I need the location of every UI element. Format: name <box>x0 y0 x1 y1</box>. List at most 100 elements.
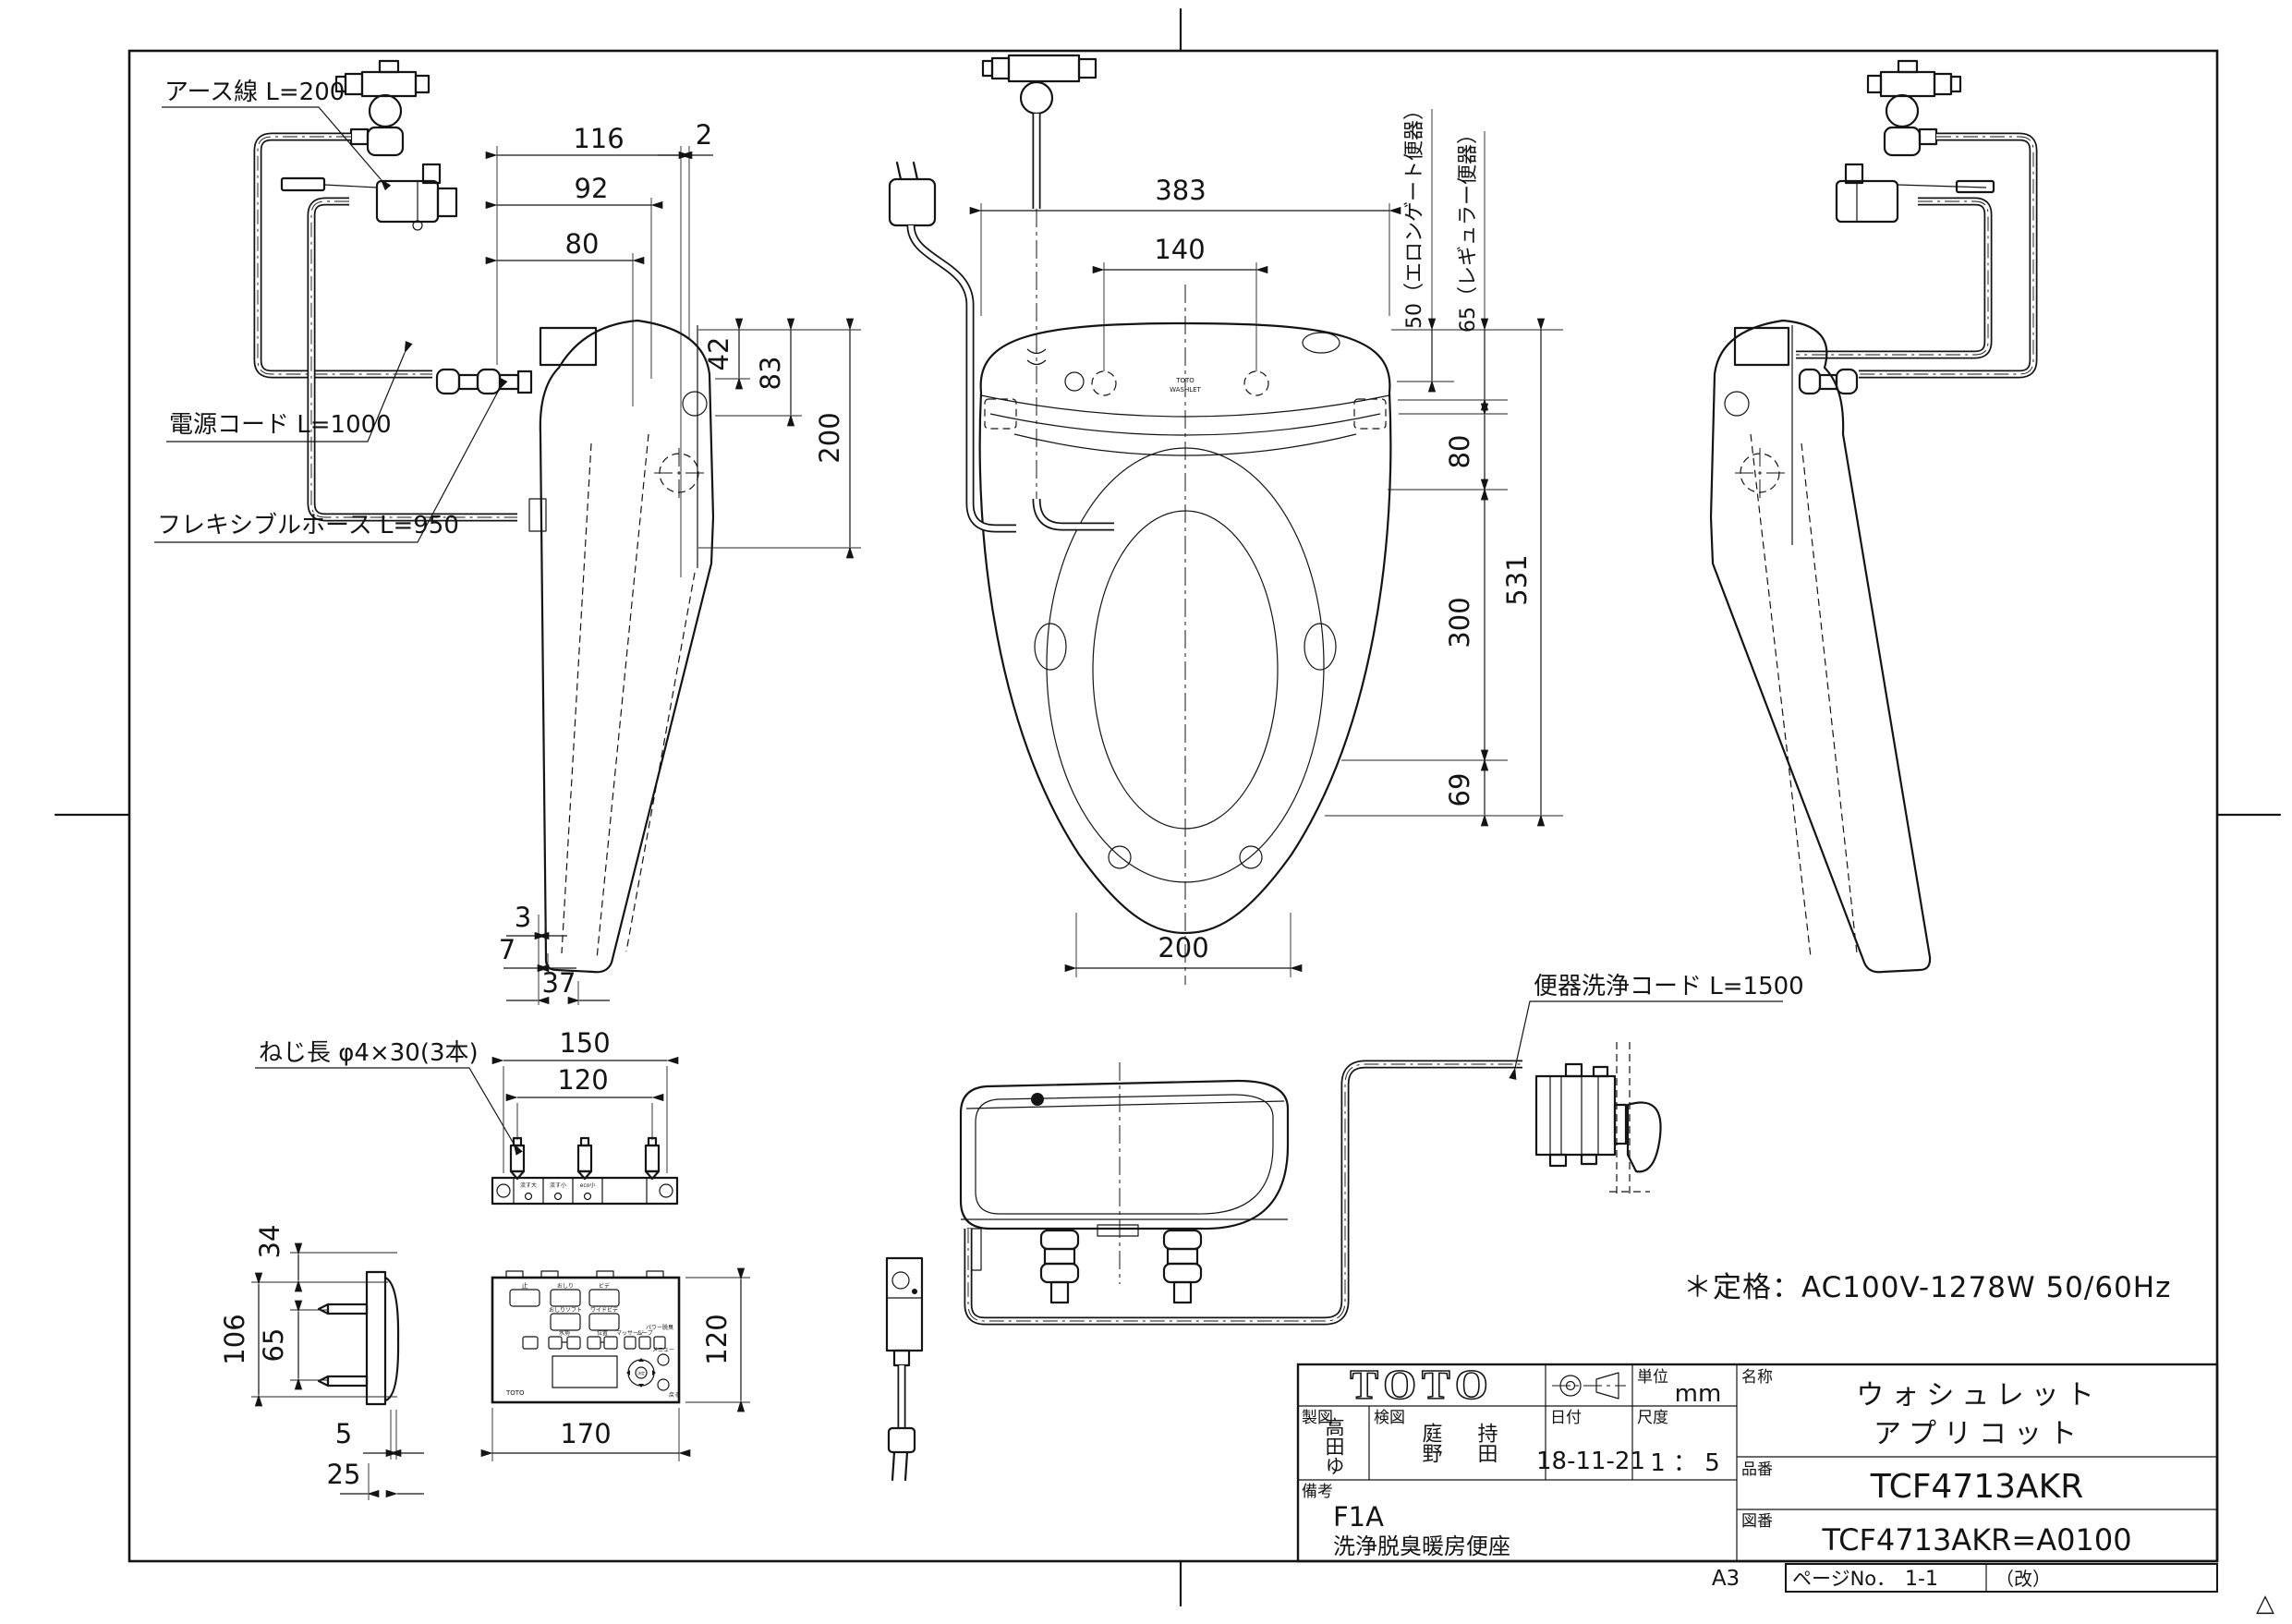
side-view-right <box>1709 59 2038 974</box>
revision-label: （改） <box>1995 1568 2051 1590</box>
right-power-plug-unit-icon <box>1835 163 1995 224</box>
right-corrugated-hose-icon <box>1798 368 1859 395</box>
checker-name-1: 庭野 <box>1419 1423 1443 1463</box>
center-stop-valve-icon <box>981 54 1097 115</box>
date-value: 18-11-21 <box>1536 1448 1645 1475</box>
dimensions-top-view: 383 140 50（エロンゲート便器） 65（レギュラー便器） 80 300 … <box>969 100 1563 977</box>
remote-bidet-button <box>588 1289 620 1307</box>
earth-wire-label: アース線 L=200 <box>164 79 345 106</box>
dimensions-plate-remote: 150 120 34 106 65 5 25 170 120 <box>219 1027 750 1500</box>
top-view: TOTO WASHLET <box>888 54 1392 985</box>
dim-300: 300 <box>1444 597 1475 648</box>
remote-position-label: 位置 <box>597 1329 608 1337</box>
part-number: TCF4713AKR <box>1870 1468 2084 1506</box>
flush-unit-view <box>1534 1042 1662 1194</box>
stop-valve-icon <box>334 59 431 157</box>
plate-button-flush-small: 流す小 <box>550 1182 566 1189</box>
dim-120-remote: 120 <box>701 1314 733 1364</box>
dim-37: 37 <box>542 967 576 999</box>
dim-34: 34 <box>254 1225 285 1259</box>
dim-3: 3 <box>515 902 531 933</box>
dim-150: 150 <box>559 1027 610 1059</box>
dim-83: 83 <box>755 357 786 391</box>
part-label: 品番 <box>1741 1460 1773 1479</box>
mounting-plate-front-view: 流す大 流す小 eco小 <box>491 1136 679 1206</box>
paper-size: A3 <box>1712 1567 1740 1591</box>
seat-logo-2: WASHLET <box>1170 386 1201 394</box>
dim-7: 7 <box>499 934 515 965</box>
flexible-hose-label: フレキシブルホース L=950 <box>157 512 459 539</box>
dim-170: 170 <box>560 1418 611 1449</box>
remote-deodorizer-label: パワー脱臭 <box>646 1324 673 1331</box>
drawing-number: TCF4713AKR=A0100 <box>1821 1522 2131 1557</box>
remote-menu-button <box>657 1353 670 1366</box>
remote-back-label: 戻る <box>669 1391 680 1399</box>
remote-move-label: ムーブ <box>637 1329 653 1337</box>
water-connector-right-icon <box>1162 1229 1203 1304</box>
dim-80-top: 80 <box>1444 435 1475 469</box>
third-angle-projection-icon <box>1552 1372 1626 1400</box>
remote-oshiri-button <box>550 1289 581 1307</box>
dim-25: 25 <box>327 1459 361 1490</box>
dim-80-side: 80 <box>565 228 600 260</box>
seat-logo: TOTO <box>1175 377 1195 384</box>
dim-65-plate: 65 <box>258 1328 289 1363</box>
mounting-plate-side-view <box>317 1270 400 1406</box>
dim-42: 42 <box>703 337 734 371</box>
flush-cord-label: 便器洗浄コード L=1500 <box>1534 973 1804 1000</box>
unit-value: mm <box>1675 1380 1722 1408</box>
dim-140: 140 <box>1154 234 1205 265</box>
notes-desc: 洗浄脱臭暖房便座 <box>1333 1533 1510 1559</box>
remote-stop-label: 止 <box>522 1281 528 1290</box>
drawing-label: 図番 <box>1741 1512 1773 1531</box>
remote-water-pressure-label: 水勢 <box>559 1329 570 1337</box>
flush-handle-icon <box>1626 1101 1662 1173</box>
dim-531: 531 <box>1501 554 1533 605</box>
remote-wide-bidet-label: ワイドビデ <box>590 1306 618 1314</box>
annotations: アース線 L=200 電源コード L=1000 フレキシブルホース L=950 … <box>154 79 2171 1304</box>
remote-back-button <box>657 1378 670 1391</box>
right-stop-valve-icon <box>1866 59 1962 157</box>
drafter-label: 製図 <box>1302 1409 1333 1427</box>
scale-value: 1 ： 5 <box>1650 1449 1720 1477</box>
page-label: ページNo． <box>1792 1568 1896 1590</box>
page-number: 1-1 <box>1905 1568 1938 1591</box>
dim-50-elongate: 50（エロンゲート便器） <box>1403 100 1426 329</box>
center-power-plug-icon <box>888 161 1016 533</box>
power-plug-unit-icon <box>280 163 458 231</box>
product-name-line2: アプリコット <box>1874 1418 2084 1450</box>
remote-control-view: 止 おしり ビデ おしりソフト ワイドビデ 水勢 位置 マッサージ ムーブ パワ… <box>491 1270 681 1404</box>
notes-code: F1A <box>1333 1501 1384 1533</box>
rating-note: ＊定格：AC100V-1278W 50/60Hz <box>1683 1271 2171 1304</box>
dim-5: 5 <box>335 1418 352 1449</box>
checker-label: 検図 <box>1374 1409 1405 1427</box>
drafter-name: 高田ゆ <box>1323 1417 1345 1475</box>
side-view-left <box>253 59 715 974</box>
remote-stop-button <box>509 1289 540 1307</box>
dim-120-plate: 120 <box>557 1064 608 1096</box>
hidden-hole-icon <box>654 448 704 498</box>
plate-button-eco-small: eco小 <box>580 1182 596 1189</box>
dim-69: 69 <box>1444 773 1475 807</box>
revision-mark: △ <box>2256 1590 2274 1618</box>
remote-oshiri-label: おしり <box>557 1283 574 1290</box>
dim-2: 2 <box>696 119 712 151</box>
remote-massage-label: マッサージ <box>616 1330 644 1337</box>
dim-200-top: 200 <box>1158 932 1208 963</box>
screw-icon <box>509 1136 661 1181</box>
dim-200-side: 200 <box>814 412 845 463</box>
plate-button-flush-large: 流す大 <box>520 1182 537 1189</box>
dimensions-side-view: 116 2 92 80 42 83 200 3 7 37 <box>485 119 861 1005</box>
toto-logo: TOTO <box>1350 1361 1493 1408</box>
product-name-line1: ウォシュレット <box>1856 1379 2101 1412</box>
name-label: 名称 <box>1741 1368 1773 1387</box>
title-block: TOTO 単位 mm 製図 高田ゆ 検図 庭野 持田 日付 18-11-21 尺… <box>1296 1360 2274 1618</box>
dim-383: 383 <box>1155 175 1206 206</box>
notes-label: 備考 <box>1302 1483 1333 1501</box>
sheet-border <box>54 7 2282 1607</box>
power-cord-label: 電源コード L=1000 <box>169 411 392 439</box>
dim-65-regular: 65（レギュラー便器） <box>1457 124 1480 333</box>
date-label: 日付 <box>1550 1409 1582 1427</box>
rear-view <box>885 1060 1522 1482</box>
